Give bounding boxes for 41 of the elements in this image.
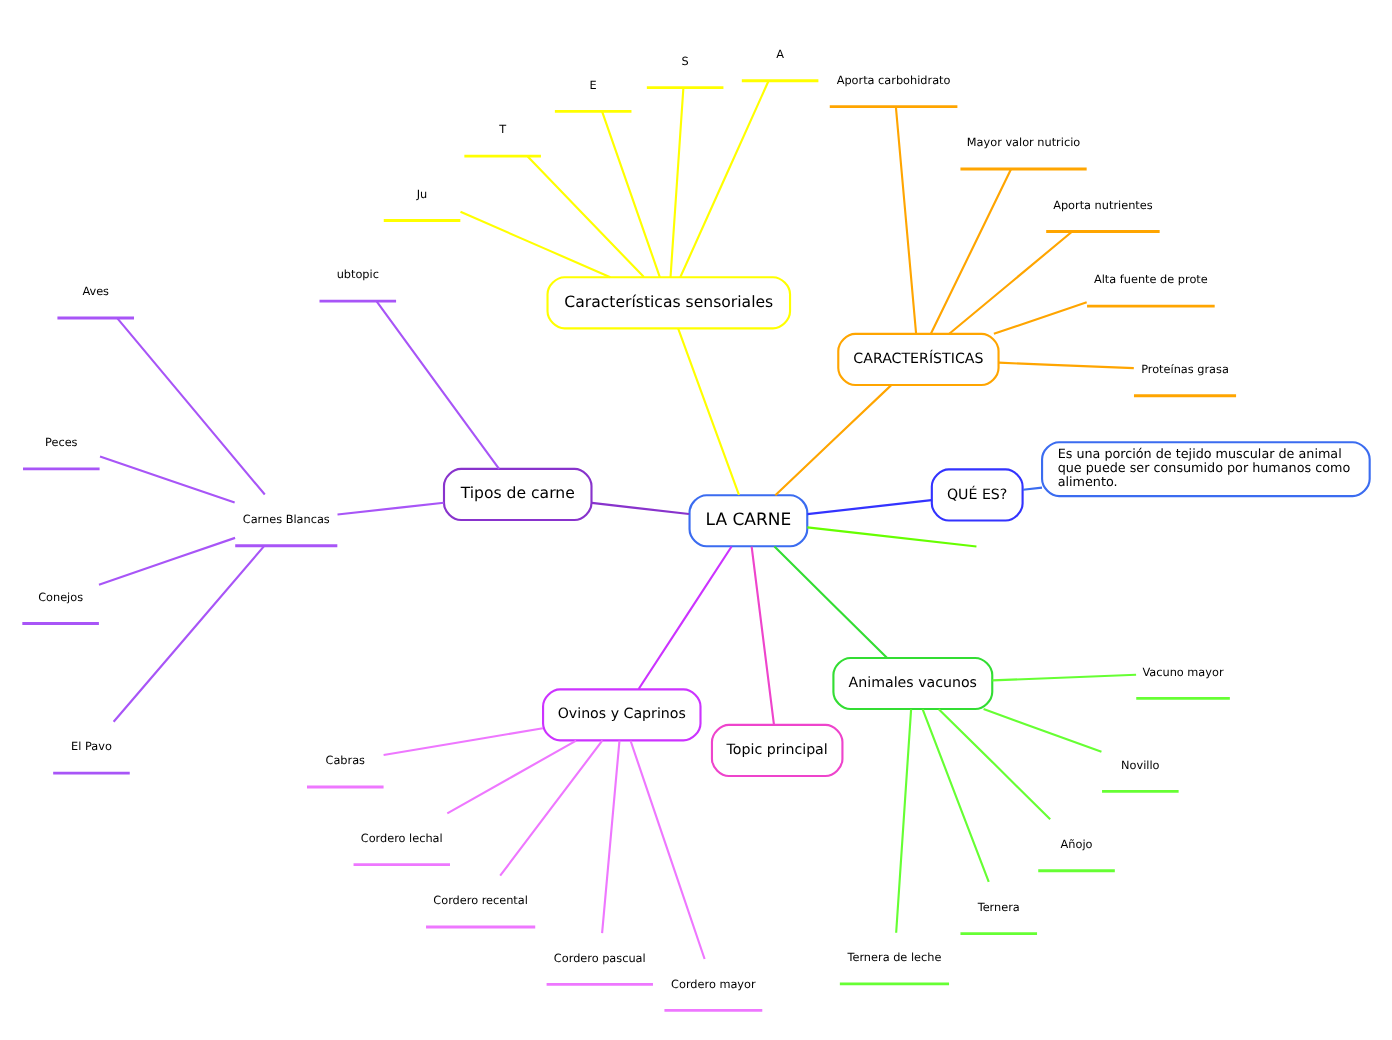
connector: [375, 301, 500, 470]
connector: [679, 80, 770, 278]
connector: [774, 384, 892, 496]
connector: [526, 155, 645, 278]
connector: [807, 526, 977, 548]
connector: [112, 545, 266, 723]
connector: [998, 361, 1134, 370]
connector: [921, 708, 990, 883]
connector: [807, 499, 932, 516]
connector: [894, 106, 918, 334]
connector: [750, 546, 775, 725]
connector: [98, 536, 236, 586]
connector: [677, 328, 740, 496]
node-box: QUÉ ES?: [930, 468, 1024, 522]
connector: [601, 740, 621, 934]
connector: [499, 739, 604, 877]
connector: [337, 501, 444, 516]
connector: [938, 708, 1051, 820]
node-box: CARACTERÍSTICAS: [837, 332, 1000, 387]
connector: [669, 87, 685, 278]
connector: [1022, 486, 1043, 491]
connector: [99, 455, 235, 504]
connector: [773, 545, 888, 659]
connector: [948, 230, 1073, 335]
connector: [993, 301, 1088, 335]
connector: [929, 168, 1013, 335]
connector: [116, 317, 266, 496]
connector: [983, 708, 1102, 753]
connector: [629, 740, 706, 960]
node-box: Ovinos y Caprinos: [542, 688, 702, 742]
node-box: LA CARNE: [688, 494, 809, 548]
connector: [591, 501, 690, 516]
connector: [895, 709, 913, 933]
connector: [637, 545, 733, 690]
node-box: Animales vacunos: [832, 656, 994, 711]
connector: [446, 739, 577, 815]
connector: [383, 727, 544, 757]
connector: [601, 111, 661, 278]
connector: [460, 210, 611, 279]
node-box: Topic principal: [710, 723, 844, 777]
connector: [992, 673, 1137, 682]
